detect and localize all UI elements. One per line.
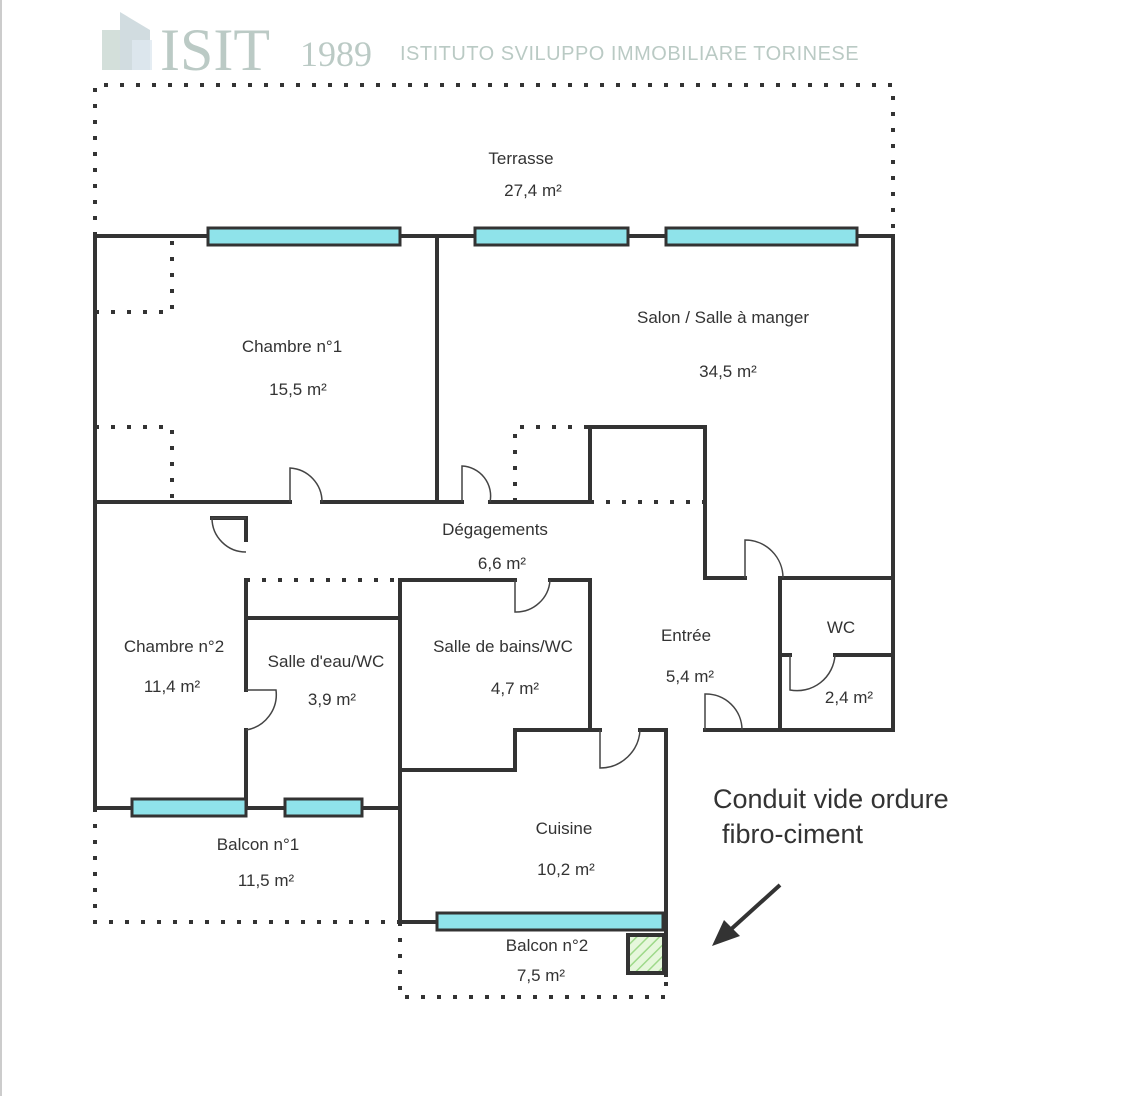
chambre2-name: Chambre n°2 — [124, 637, 224, 656]
chambre1-name: Chambre n°1 — [242, 337, 342, 356]
arrow-icon — [726, 883, 782, 934]
garbage-duct — [626, 933, 666, 975]
salle-eau-name: Salle d'eau/WC — [268, 652, 385, 671]
salle-eau-area: 3,9 m² — [308, 690, 357, 709]
watermark-year: 1989 — [300, 34, 372, 74]
chambre1-area: 15,5 m² — [269, 380, 327, 399]
wc-name: WC — [827, 618, 855, 637]
watermark-subtitle: ISTITUTO SVILUPPO IMMOBILIARE TORINESE — [400, 43, 859, 65]
wc-area: 2,4 m² — [825, 688, 874, 707]
balcon2-name: Balcon n°2 — [506, 936, 588, 955]
degagements-area: 6,6 m² — [478, 554, 527, 573]
balcon1-area: 11,5 m² — [238, 871, 295, 890]
salle-bains-area: 4,7 m² — [491, 679, 540, 698]
salon-name: Salon / Salle à manger — [637, 308, 809, 327]
salle-bains-name: Salle de bains/WC — [433, 637, 573, 656]
watermark-logo: ISIT — [160, 17, 270, 83]
dotted-outlines — [93, 83, 895, 999]
salon-area: 34,5 m² — [699, 362, 757, 381]
watermark-shape — [132, 40, 152, 70]
cuisine-name: Cuisine — [536, 819, 593, 838]
degagements-name: Dégagements — [442, 520, 548, 539]
cuisine-area: 10,2 m² — [537, 860, 595, 879]
watermark-shape — [102, 30, 120, 70]
duct-note: Conduit vide ordure fibro-ciment — [712, 784, 949, 946]
arrow-head-icon — [712, 920, 740, 946]
chambre2-area: 11,4 m² — [144, 677, 201, 696]
walls — [93, 234, 895, 977]
note-line1: Conduit vide ordure — [713, 784, 949, 814]
doors — [211, 465, 836, 769]
note-line2: fibro-ciment — [722, 819, 864, 849]
watermark: ISIT 1989 ISTITUTO SVILUPPO IMMOBILIARE … — [102, 12, 859, 83]
room-labels: Terrasse 27,4 m² Chambre n°1 15,5 m² Sal… — [124, 149, 874, 985]
terrasse-area: 27,4 m² — [504, 181, 562, 200]
entree-name: Entrée — [661, 626, 711, 645]
terrasse-name: Terrasse — [488, 149, 553, 168]
entree-area: 5,4 m² — [666, 667, 715, 686]
balcon2-area: 7,5 m² — [517, 966, 566, 985]
page-edge — [0, 0, 2, 1096]
windows — [130, 226, 859, 932]
balcon1-name: Balcon n°1 — [217, 835, 299, 854]
